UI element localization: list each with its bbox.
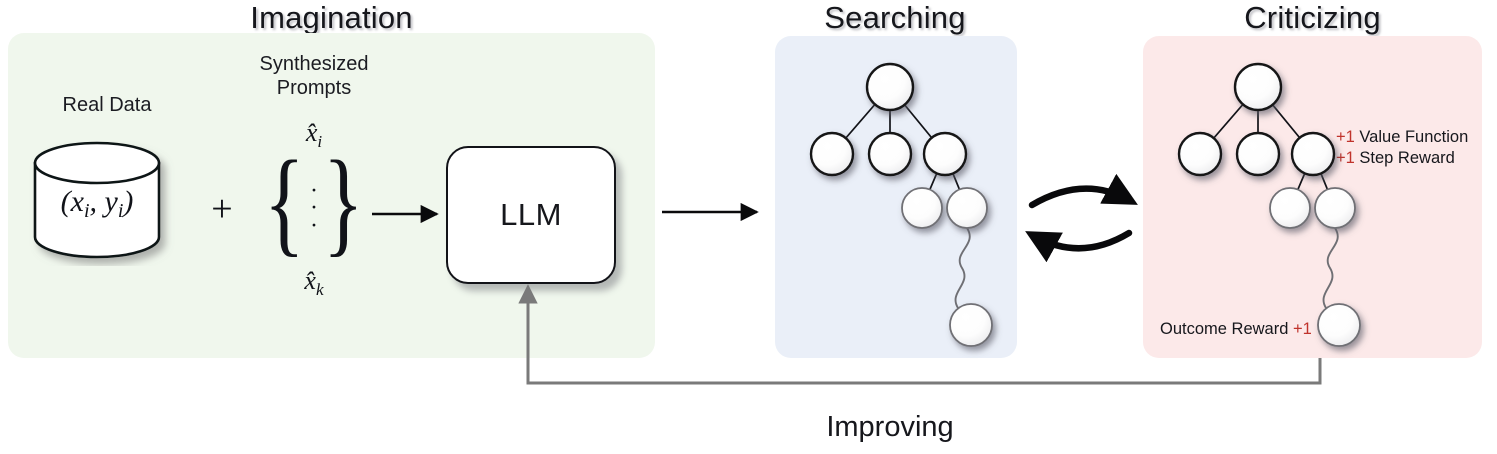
left-brace: { xyxy=(263,136,305,267)
prompt-item-last: x̂k xyxy=(304,265,324,299)
cycle-arrows-icon xyxy=(1025,173,1138,263)
value-function-plus: +1 xyxy=(1336,128,1355,146)
annotation-value-function: +1 Value Function xyxy=(1336,126,1468,148)
annotation-step-reward: +1 Step Reward xyxy=(1336,147,1455,169)
synth-line-2: Prompts xyxy=(276,77,352,100)
improving-loop-label: Improving xyxy=(826,411,954,443)
right-brace: } xyxy=(323,136,365,267)
panel-criticizing xyxy=(1143,36,1482,358)
step-reward-text: Step Reward xyxy=(1359,149,1455,167)
real-data-label: Real Data xyxy=(62,94,152,116)
synth-line-1: Synthesized xyxy=(259,53,369,75)
database-cylinder-icon: (xi, yi) xyxy=(27,141,187,266)
annotation-outcome-reward: Outcome Reward +1 xyxy=(1160,318,1312,340)
plus-operator: + xyxy=(211,188,233,230)
stage-title-criticizing: Criticizing xyxy=(1244,0,1381,35)
stage-title-imagination: Imagination xyxy=(250,0,413,35)
step-reward-plus: +1 xyxy=(1336,149,1355,167)
synthesized-prompt-set: { } x̂i ··· x̂k xyxy=(258,114,370,304)
prompt-item-first: x̂i xyxy=(305,118,323,152)
svg-text:(xi, yi): (xi, yi) xyxy=(61,185,134,222)
panel-searching xyxy=(775,36,1017,358)
value-function-text: Value Function xyxy=(1359,128,1469,146)
outcome-reward-text: Outcome Reward xyxy=(1160,320,1289,338)
llm-box[interactable]: LLM xyxy=(446,146,616,284)
stage-title-searching: Searching xyxy=(824,0,966,35)
vertical-ellipsis: ··· xyxy=(310,178,318,239)
outcome-reward-plus: +1 xyxy=(1292,320,1312,338)
